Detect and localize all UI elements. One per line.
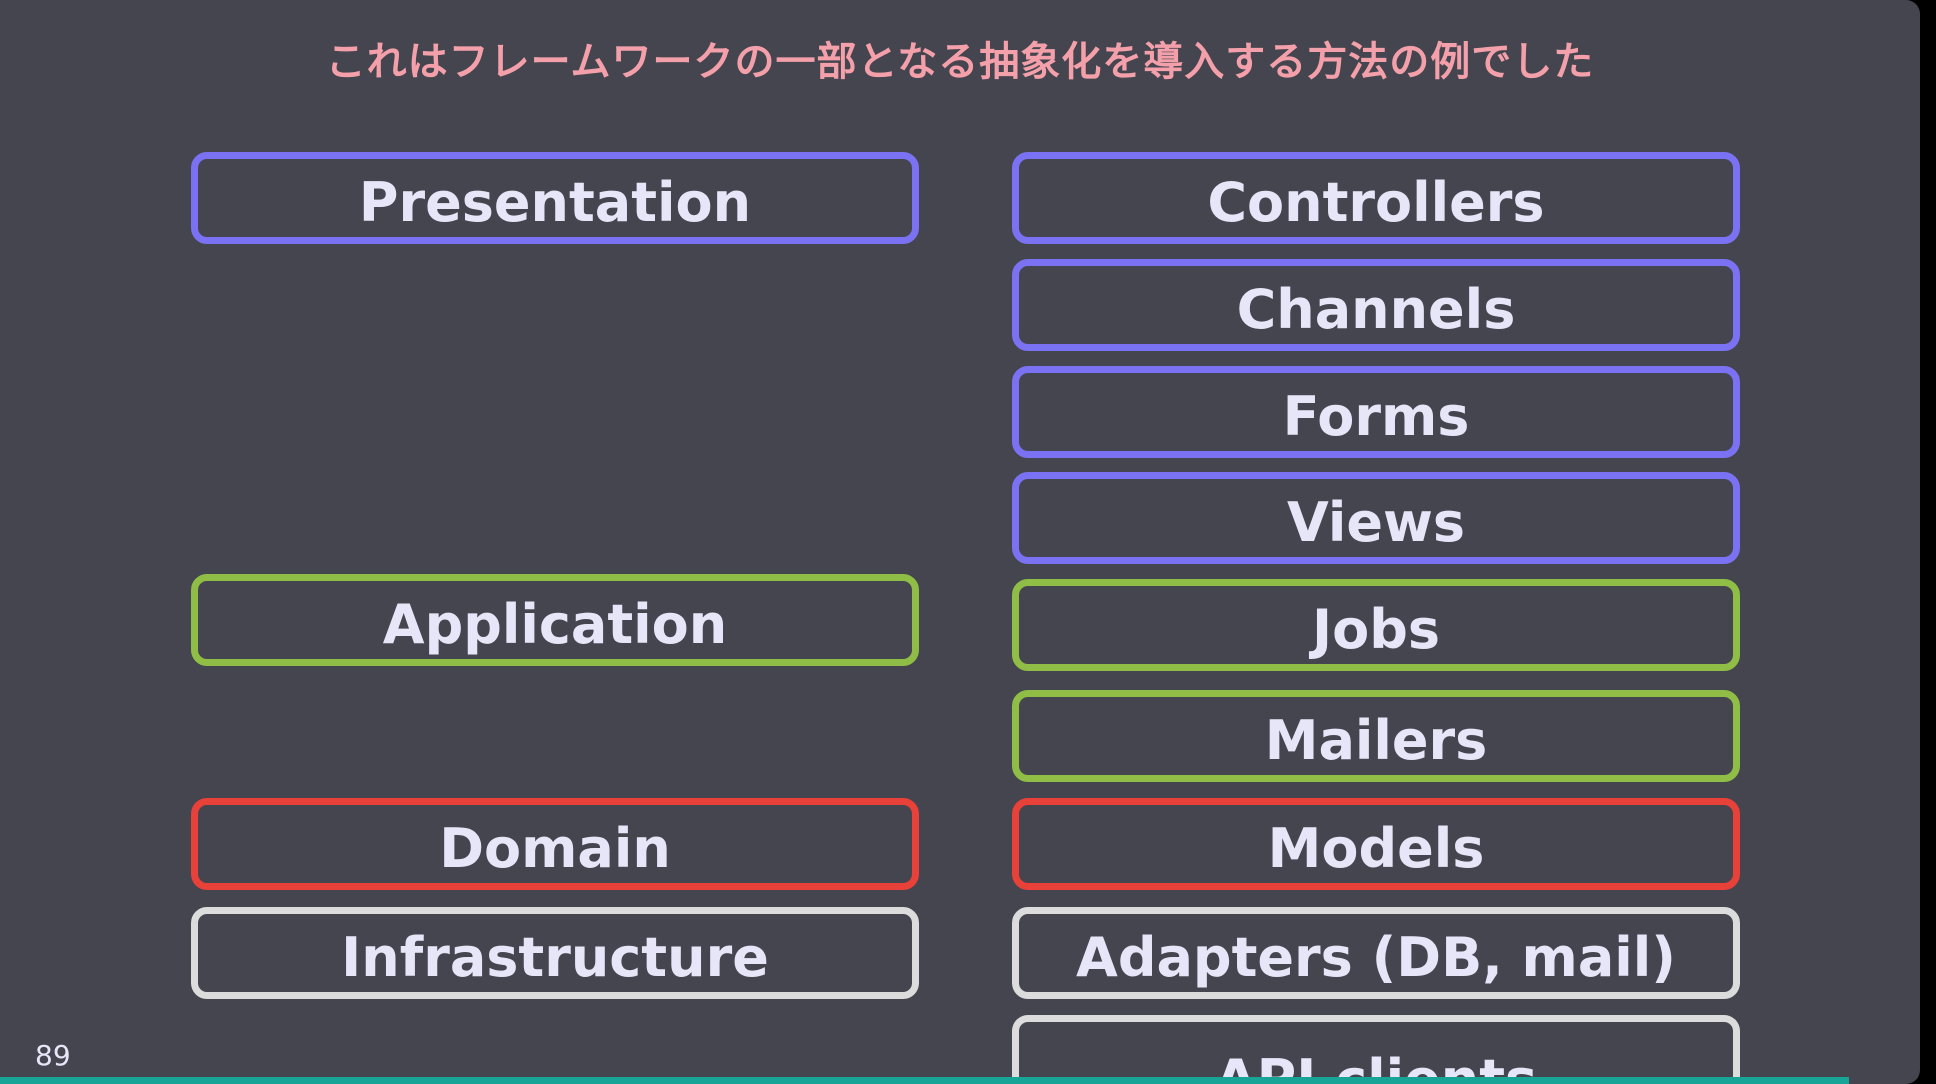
layer-domain: Domain — [191, 798, 919, 890]
component-controllers: Controllers — [1012, 152, 1740, 244]
layer-label: Domain — [439, 816, 671, 880]
component-jobs: Jobs — [1012, 579, 1740, 671]
component-channels: Channels — [1012, 259, 1740, 351]
component-views: Views — [1012, 472, 1740, 564]
component-label: Controllers — [1207, 170, 1545, 234]
layer-infrastructure: Infrastructure — [191, 907, 919, 999]
component-label: Channels — [1236, 277, 1516, 341]
layer-label: Presentation — [358, 170, 752, 234]
component-label: Views — [1286, 490, 1465, 554]
page-number: 89 — [35, 1039, 71, 1072]
layer-application: Application — [191, 574, 919, 666]
component-mailers: Mailers — [1012, 690, 1740, 782]
component-label: Forms — [1282, 384, 1470, 448]
component-adapters: Adapters (DB, mail) — [1012, 907, 1740, 999]
slide-title: これはフレームワークの一部となる抽象化を導入する方法の例でした — [325, 39, 1595, 85]
component-api-clients: API clients — [1012, 1015, 1740, 1084]
component-label: Mailers — [1264, 708, 1488, 772]
component-models: Models — [1012, 798, 1740, 890]
layer-label: Infrastructure — [341, 925, 769, 989]
layer-presentation: Presentation — [191, 152, 919, 244]
component-label: Jobs — [1312, 597, 1440, 661]
progress-bar — [0, 1077, 1849, 1084]
layer-label: Application — [382, 592, 728, 656]
component-label: Models — [1267, 816, 1485, 880]
component-label: Adapters (DB, mail) — [1076, 925, 1676, 989]
component-forms: Forms — [1012, 366, 1740, 458]
